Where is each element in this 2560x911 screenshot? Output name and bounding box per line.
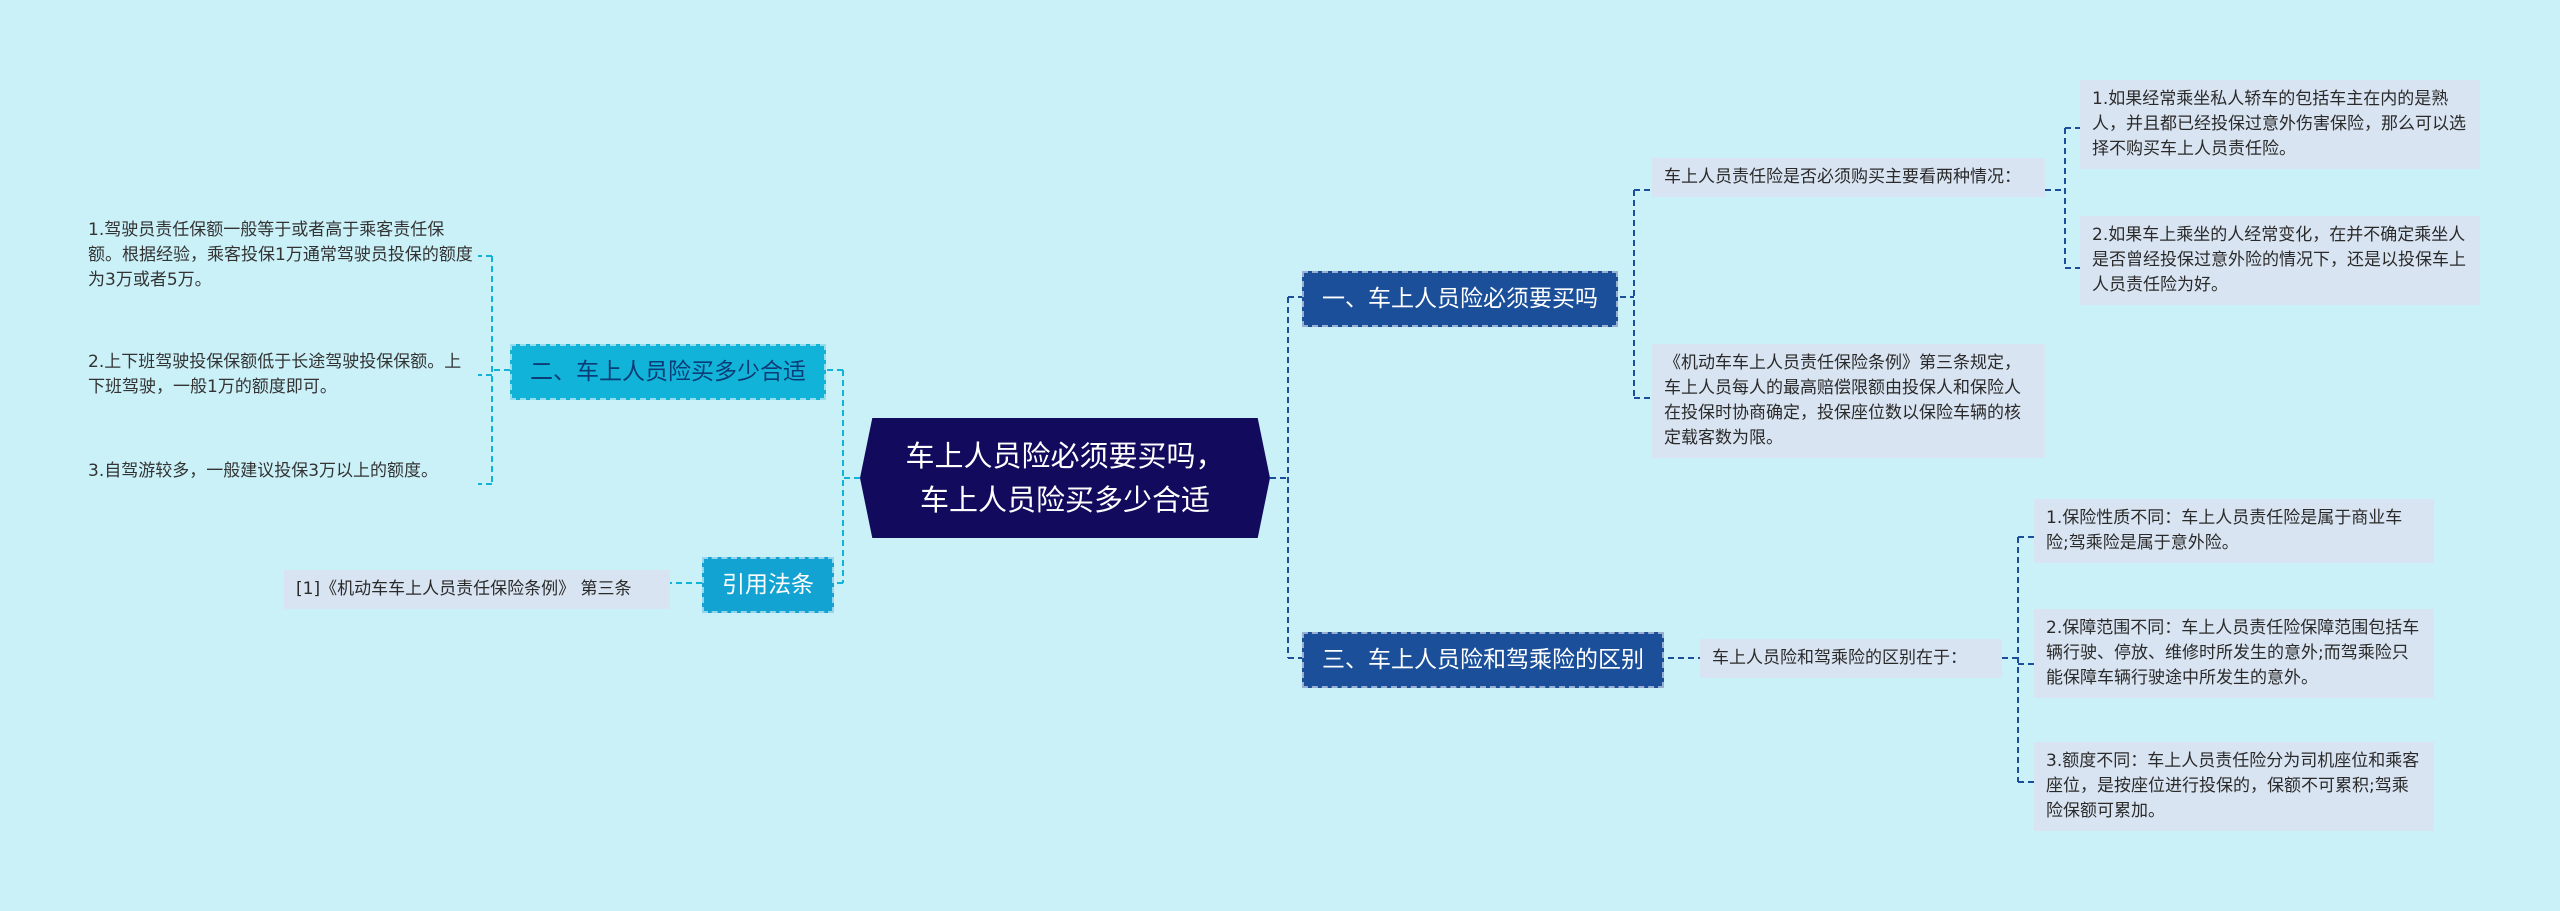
node-difference-intro[interactable]: 车上人员险和驾乘险的区别在于： — [1700, 639, 2002, 678]
branch-must-buy[interactable]: 一、车上人员险必须要买吗 — [1302, 271, 1618, 327]
branch-how-much[interactable]: 二、车上人员险买多少合适 — [510, 344, 826, 400]
root-topic[interactable]: 车上人员险必须要买吗， 车上人员险买多少合适 — [860, 418, 1270, 538]
branch-difference[interactable]: 三、车上人员险和驾乘险的区别 — [1302, 632, 1664, 688]
node-regulation-article[interactable]: 《机动车车上人员责任保险条例》第三条规定，车上人员每人的最高赔偿限额由投保人和保… — [1652, 344, 2045, 458]
node-difference-intro-text: 车上人员险和驾乘险的区别在于： — [1712, 648, 1967, 668]
node-case-2-text: 2.如果车上乘坐的人经常变化，在并不确定乘坐人是否曾经投保过意外险的情况下，还是… — [2092, 225, 2466, 295]
node-amount-3[interactable]: 3.自驾游较多，一般建议投保3万以上的额度。 — [88, 459, 478, 484]
node-case-1-text: 1.如果经常乘坐私人轿车的包括车主在内的是熟人，并且都已经投保过意外伤害保险，那… — [2092, 89, 2466, 159]
node-diff-2-text: 2.保障范围不同：车上人员责任险保障范围包括车辆行驶、停放、维修时所发生的意外;… — [2046, 618, 2420, 688]
node-diff-1-text: 1.保险性质不同：车上人员责任险是属于商业车险;驾乘险是属于意外险。 — [2046, 508, 2403, 553]
node-amount-1-text: 1.驾驶员责任保额一般等于或者高于乘客责任保额。根据经验，乘客投保1万通常驾驶员… — [88, 220, 473, 290]
node-diff-3[interactable]: 3.额度不同：车上人员责任险分为司机座位和乘客座位，是按座位进行投保的，保额不可… — [2034, 742, 2434, 831]
node-amount-2[interactable]: 2.上下班驾驶投保保额低于长途驾驶投保保额。上下班驾驶，一般1万的额度即可。 — [88, 350, 478, 400]
node-amount-2-text: 2.上下班驾驶投保保额低于长途驾驶投保保额。上下班驾驶，一般1万的额度即可。 — [88, 352, 462, 397]
branch-difference-label: 三、车上人员险和驾乘险的区别 — [1322, 647, 1644, 673]
node-two-cases[interactable]: 车上人员责任险是否必须购买主要看两种情况： — [1652, 158, 2045, 197]
node-diff-3-text: 3.额度不同：车上人员责任险分为司机座位和乘客座位，是按座位进行投保的，保额不可… — [2046, 751, 2420, 821]
node-case-1[interactable]: 1.如果经常乘坐私人轿车的包括车主在内的是熟人，并且都已经投保过意外伤害保险，那… — [2080, 80, 2480, 169]
node-law-reference-text: [1]《机动车车上人员责任保险条例》 第三条 — [296, 579, 632, 599]
node-law-reference[interactable]: [1]《机动车车上人员责任保险条例》 第三条 — [284, 570, 670, 609]
root-title-line2: 车上人员险买多少合适 — [919, 483, 1210, 517]
branch-cited-law[interactable]: 引用法条 — [702, 557, 834, 613]
branch-must-buy-label: 一、车上人员险必须要买吗 — [1322, 286, 1598, 312]
node-diff-1[interactable]: 1.保险性质不同：车上人员责任险是属于商业车险;驾乘险是属于意外险。 — [2034, 499, 2434, 563]
node-amount-3-text: 3.自驾游较多，一般建议投保3万以上的额度。 — [88, 461, 439, 481]
node-amount-1[interactable]: 1.驾驶员责任保额一般等于或者高于乘客责任保额。根据经验，乘客投保1万通常驾驶员… — [88, 218, 478, 293]
branch-cited-law-label: 引用法条 — [722, 572, 814, 598]
root-title-line1: 车上人员险必须要买吗， — [905, 439, 1225, 473]
node-two-cases-text: 车上人员责任险是否必须购买主要看两种情况： — [1664, 167, 2021, 187]
node-case-2[interactable]: 2.如果车上乘坐的人经常变化，在并不确定乘坐人是否曾经投保过意外险的情况下，还是… — [2080, 216, 2480, 305]
node-regulation-article-text: 《机动车车上人员责任保险条例》第三条规定，车上人员每人的最高赔偿限额由投保人和保… — [1664, 353, 2021, 448]
branch-how-much-label: 二、车上人员险买多少合适 — [530, 359, 806, 385]
node-diff-2[interactable]: 2.保障范围不同：车上人员责任险保障范围包括车辆行驶、停放、维修时所发生的意外;… — [2034, 609, 2434, 698]
